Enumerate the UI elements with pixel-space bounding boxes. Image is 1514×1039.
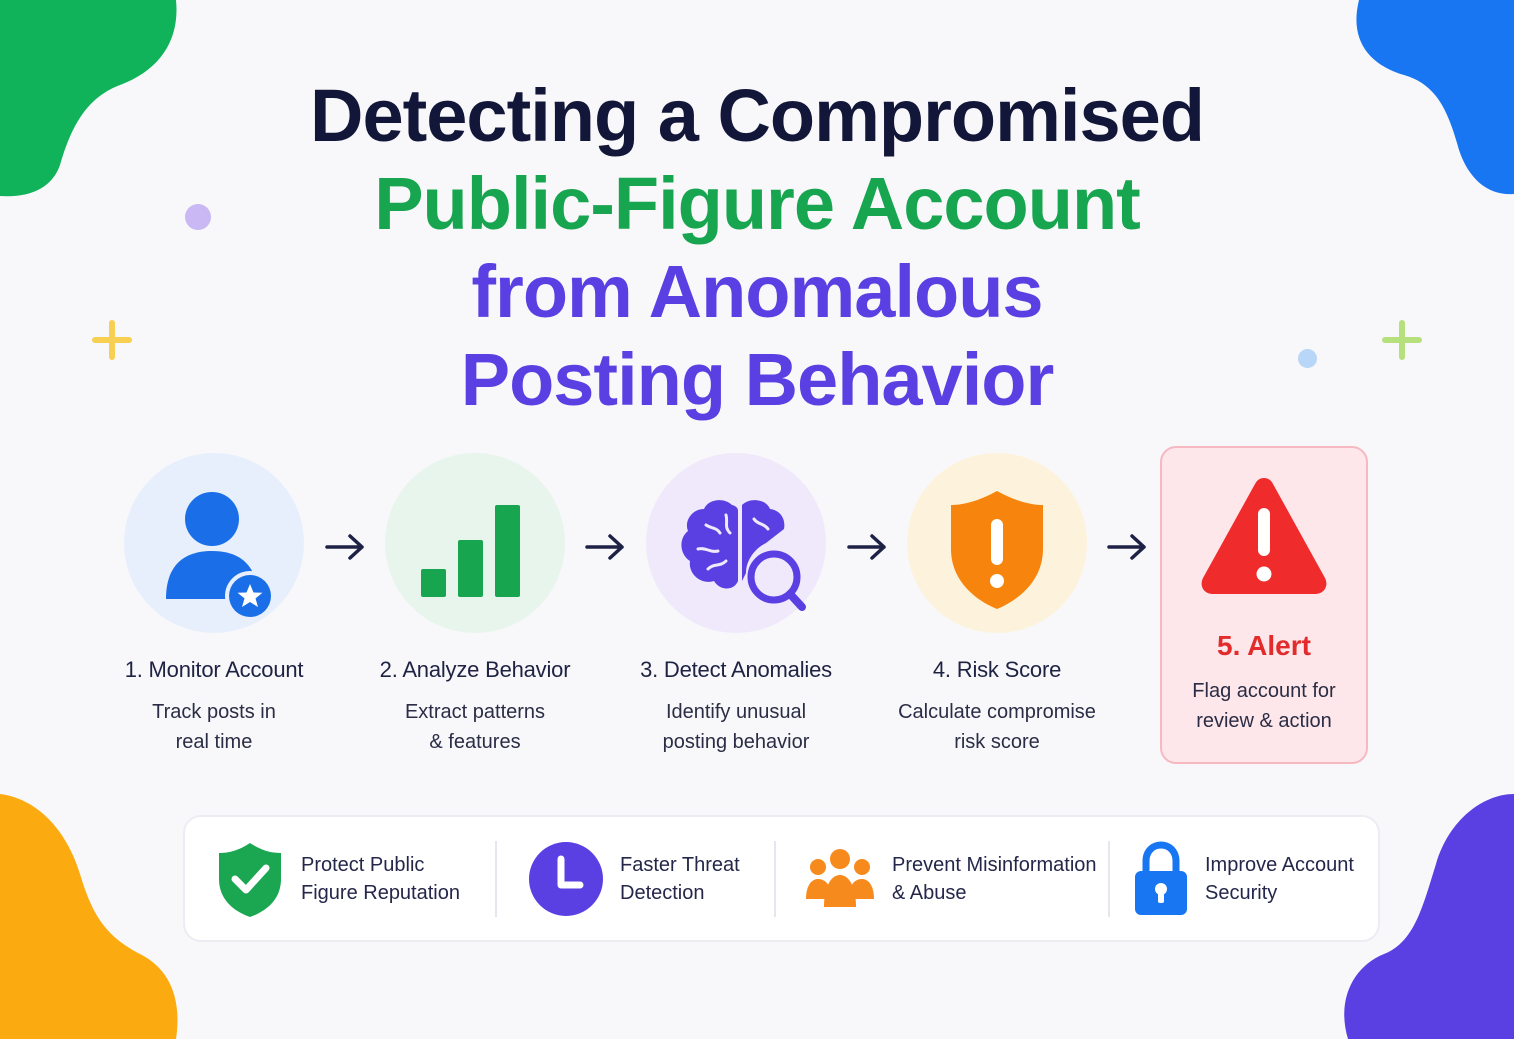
light-blue-dot	[1298, 349, 1317, 368]
step-analyze-behavior: 2. Analyze Behavior Extract patterns & f…	[344, 450, 606, 757]
alert-desc-line: Flag account for	[1192, 680, 1336, 702]
lock-icon	[1135, 840, 1187, 915]
title-line-1: Detecting a Compromised	[310, 74, 1205, 157]
step-description: Track posts in real time	[83, 697, 345, 757]
title-line-3: from Anomalous	[471, 250, 1043, 333]
step-description: Calculate compromise risk score	[866, 697, 1128, 757]
benefit-divider	[1108, 841, 1110, 917]
step-detect-anomalies: 3. Detect Anomalies Identify unusual pos…	[605, 450, 867, 757]
benefit-text: Improve Account Security	[1205, 851, 1354, 907]
alert-desc-line: review & action	[1196, 710, 1332, 732]
benefit-detection: Faster Threat Detection	[528, 817, 740, 940]
arrow-right-icon	[324, 531, 368, 568]
alert-description: Flag account for review & action	[1162, 676, 1366, 736]
benefit-text: Protect Public Figure Reputation	[301, 851, 460, 907]
benefits-bar: Protect Public Figure Reputation Faster …	[183, 815, 1380, 942]
shield-warning-icon	[951, 491, 1043, 609]
page-title: Detecting a Compromised Public-Figure Ac…	[0, 72, 1514, 424]
step-risk-score: 4. Risk Score Calculate compromise risk …	[866, 450, 1128, 757]
benefit-line: & Abuse	[892, 881, 967, 904]
benefit-line: Detection	[620, 881, 705, 904]
alert-label: 5. Alert	[1217, 630, 1311, 661]
benefit-misinformation: Prevent Misinformation & Abuse	[804, 817, 1097, 940]
step-label: 4. Risk Score	[932, 657, 1062, 682]
arrow-right-icon	[846, 531, 890, 568]
benefit-text: Prevent Misinformation & Abuse	[892, 851, 1097, 907]
green-plus-icon	[1382, 320, 1422, 365]
benefit-reputation: Protect Public Figure Reputation	[215, 817, 460, 940]
title-line-2: Public-Figure Account	[374, 162, 1141, 245]
shield-check-icon	[219, 842, 281, 917]
step-icon-circle	[907, 453, 1087, 633]
green-corner-blob	[0, 0, 180, 200]
step-desc-line: Calculate compromise	[898, 701, 1096, 723]
benefit-line: Faster Threat	[620, 853, 740, 876]
step-icon-circle	[385, 453, 565, 633]
arrow-right-icon	[584, 531, 628, 568]
yellow-plus-icon	[92, 320, 132, 365]
benefit-divider	[774, 841, 776, 917]
benefit-line: Security	[1205, 881, 1278, 904]
clock-icon	[529, 841, 603, 916]
benefit-line: Figure Reputation	[301, 881, 460, 904]
orange-corner-blob	[0, 794, 180, 1039]
step-desc-line: Track posts in	[152, 701, 276, 723]
blue-corner-blob	[1354, 0, 1514, 200]
arrow-right-icon	[1106, 531, 1150, 568]
warning-triangle-icon	[1201, 478, 1327, 594]
step-icon-circle	[646, 453, 826, 633]
step-icon-circle	[124, 453, 304, 633]
benefit-line: Improve Account	[1205, 853, 1354, 876]
step-label: 2. Analyze Behavior	[379, 657, 571, 682]
benefit-text: Faster Threat Detection	[620, 851, 740, 907]
user-star-icon	[166, 492, 275, 621]
bar-chart-icon	[421, 505, 520, 597]
step-description: Extract patterns & features	[344, 697, 606, 757]
benefit-security: Improve Account Security	[1133, 817, 1354, 940]
step-desc-line: posting behavior	[662, 731, 810, 753]
benefit-divider	[495, 841, 497, 917]
step-label: 1. Monitor Account	[124, 657, 304, 682]
benefit-line: Prevent Misinformation	[892, 853, 1097, 876]
step-description: Identify unusual posting behavior	[605, 697, 867, 757]
benefit-line: Protect Public	[301, 853, 425, 876]
purple-corner-blob	[1344, 794, 1514, 1039]
step-label: 3. Detect Anomalies	[640, 657, 832, 682]
group-icon	[806, 848, 874, 907]
step-alert-card: 5. Alert Flag account for review & actio…	[1160, 446, 1368, 764]
step-desc-line: Extract patterns	[404, 701, 546, 723]
step-desc-line: risk score	[954, 731, 1040, 753]
step-desc-line: & features	[429, 731, 521, 753]
lavender-dot	[185, 204, 211, 230]
step-desc-line: Identify unusual	[665, 701, 807, 723]
brain-search-icon	[681, 500, 806, 611]
step-monitor-account: 1. Monitor Account Track posts in real t…	[83, 450, 345, 757]
title-line-4: Posting Behavior	[460, 338, 1055, 421]
step-desc-line: real time	[175, 731, 253, 753]
